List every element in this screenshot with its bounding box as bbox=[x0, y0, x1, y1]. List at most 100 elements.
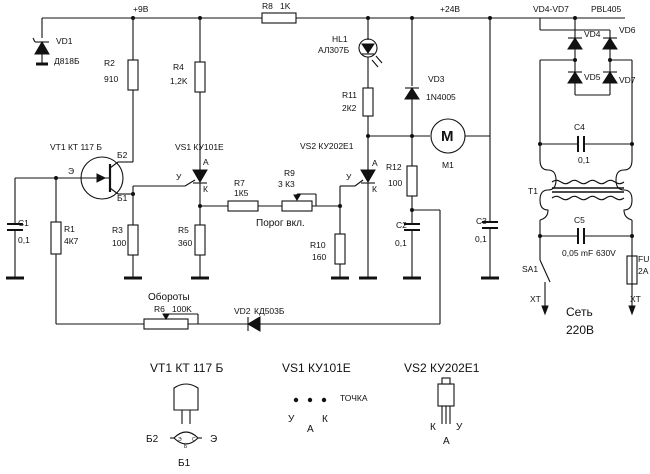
c4-name: C4 bbox=[574, 122, 585, 132]
thyristor-vs1 bbox=[184, 169, 208, 225]
vs1-pinout bbox=[293, 397, 327, 403]
vs1-pin-u: У bbox=[288, 414, 295, 425]
r11-name: R11 bbox=[342, 90, 357, 100]
vt1-pin-title: VT1 КТ 117 Б bbox=[150, 361, 223, 375]
bridge-vd6: VD6 bbox=[619, 25, 636, 35]
threshold-label: Порог вкл. bbox=[256, 218, 305, 229]
sa1-label: SA1 bbox=[522, 264, 538, 274]
r7-name: R7 bbox=[234, 178, 245, 188]
hl1-model: АЛ307Б bbox=[318, 45, 350, 55]
rail-9v-label: +9В bbox=[133, 4, 149, 14]
resistor-r4 bbox=[194, 16, 206, 170]
vs1-label: VS1 КУ101Е bbox=[175, 142, 224, 152]
c2-name: C2 bbox=[396, 220, 407, 230]
c5-value: 0,05 mF bbox=[562, 248, 593, 258]
vd2-model: КД503Б bbox=[254, 306, 285, 316]
c2-value: 0,1 bbox=[395, 238, 407, 248]
vs2-pin-k: К bbox=[430, 422, 436, 433]
transformer-t1 bbox=[539, 159, 633, 236]
xt-left-label: XT bbox=[530, 294, 541, 304]
vt1-label: VT1 КТ 117 Б bbox=[50, 142, 102, 152]
resistor-r1 bbox=[50, 176, 144, 325]
resistor-r11 bbox=[362, 87, 430, 138]
vs2-pinout bbox=[437, 377, 455, 424]
vd3-name: VD3 bbox=[428, 74, 445, 84]
b1-node bbox=[131, 185, 185, 225]
bridge-vd7: VD7 bbox=[619, 75, 636, 85]
t1-label: T1 bbox=[528, 186, 538, 196]
vt1-b2: Б2 bbox=[117, 150, 128, 160]
capacitor-c5 bbox=[538, 228, 634, 244]
vs2-label: VS2 КУ202Е1 bbox=[300, 141, 354, 151]
diode-vd2 bbox=[247, 210, 441, 332]
capacitor-c2 bbox=[403, 208, 440, 280]
vs1-a: А bbox=[203, 157, 209, 167]
c5-name: C5 bbox=[574, 215, 585, 225]
xt-right-label: XT bbox=[630, 294, 641, 304]
vd1-name: VD1 bbox=[56, 36, 73, 46]
led-hl1 bbox=[358, 16, 383, 88]
r10-value: 160 bbox=[312, 252, 326, 262]
fuse-fu1 bbox=[626, 236, 638, 316]
r9-name: R9 bbox=[284, 168, 295, 178]
c1-value: 0,1 bbox=[18, 235, 30, 245]
r8-value: 1K bbox=[280, 1, 291, 11]
r4-name: R4 bbox=[173, 62, 184, 72]
c5-voltage: 630V bbox=[596, 248, 616, 258]
hl1-name: HL1 bbox=[332, 34, 348, 44]
vs1-pin-a: А bbox=[307, 424, 314, 435]
fu1-value: 2A bbox=[638, 266, 649, 276]
resistor-r3 bbox=[124, 224, 142, 280]
vt1-pin-e: Э bbox=[210, 434, 217, 445]
diode-vd3 bbox=[404, 16, 420, 166]
c1-name: C1 bbox=[18, 218, 29, 228]
vs1-k: К bbox=[203, 184, 208, 194]
r3-value: 100 bbox=[112, 238, 126, 248]
vt1-pin-tag-b: Б bbox=[184, 444, 188, 450]
capacitor-c1 bbox=[6, 178, 24, 280]
vs2-pin-a: А bbox=[443, 436, 450, 447]
vs2-pin-u: У bbox=[456, 422, 463, 433]
vd1-model: Д818Б bbox=[54, 56, 80, 66]
resistor-r12 bbox=[406, 165, 418, 224]
thyristor-vs2 bbox=[354, 136, 377, 280]
vt1-pin-b2: Б2 bbox=[146, 434, 159, 445]
bridge-vd5: VD5 bbox=[584, 72, 601, 82]
vs1-pin-title: VS1 КУ101Е bbox=[282, 361, 351, 375]
vs1-pin-k: К bbox=[322, 414, 328, 425]
resistor-r7 bbox=[200, 200, 282, 212]
rail-24v-label: +24В bbox=[440, 4, 460, 14]
vt1-pin-b1: Б1 bbox=[178, 458, 191, 469]
vs1-u: У bbox=[176, 172, 182, 182]
r1-value: 4К7 bbox=[64, 236, 79, 246]
potentiometer-r6 bbox=[143, 313, 248, 330]
r6-name: R6 bbox=[154, 304, 165, 314]
motor-name: M1 bbox=[442, 160, 454, 170]
vt1-e: Э bbox=[68, 166, 74, 176]
vs2-u: У bbox=[346, 172, 352, 182]
r2-name: R2 bbox=[104, 58, 115, 68]
bridge-vd4: VD4 bbox=[584, 29, 601, 39]
r1-name: R1 bbox=[64, 224, 75, 234]
vt1-pin-tag-e: Э bbox=[178, 437, 182, 443]
vd2-name: VD2 bbox=[234, 306, 251, 316]
capacitor-c4 bbox=[538, 136, 634, 152]
resistor-r8 bbox=[261, 12, 297, 24]
transistor-vt1 bbox=[15, 156, 133, 200]
r8-name: R8 bbox=[262, 1, 273, 11]
r3-name: R3 bbox=[112, 225, 123, 235]
resistor-r10 bbox=[331, 233, 349, 280]
r9-value: 3 К3 bbox=[278, 179, 295, 189]
r5-value: 360 bbox=[178, 238, 192, 248]
mains-line2: 220В bbox=[566, 323, 594, 337]
c4-value: 0,1 bbox=[578, 155, 590, 165]
vt1-pinout bbox=[170, 383, 202, 445]
bridge-name: VD4-VD7 bbox=[533, 4, 569, 14]
bridge-model: PBL405 bbox=[591, 4, 622, 14]
fu1-name: FU1 bbox=[638, 254, 650, 264]
r5-name: R5 bbox=[178, 225, 189, 235]
speed-label: Обороты bbox=[148, 291, 190, 303]
vs1-pin-dot: ТОЧКА bbox=[340, 393, 368, 403]
motor-m1 bbox=[430, 16, 492, 154]
